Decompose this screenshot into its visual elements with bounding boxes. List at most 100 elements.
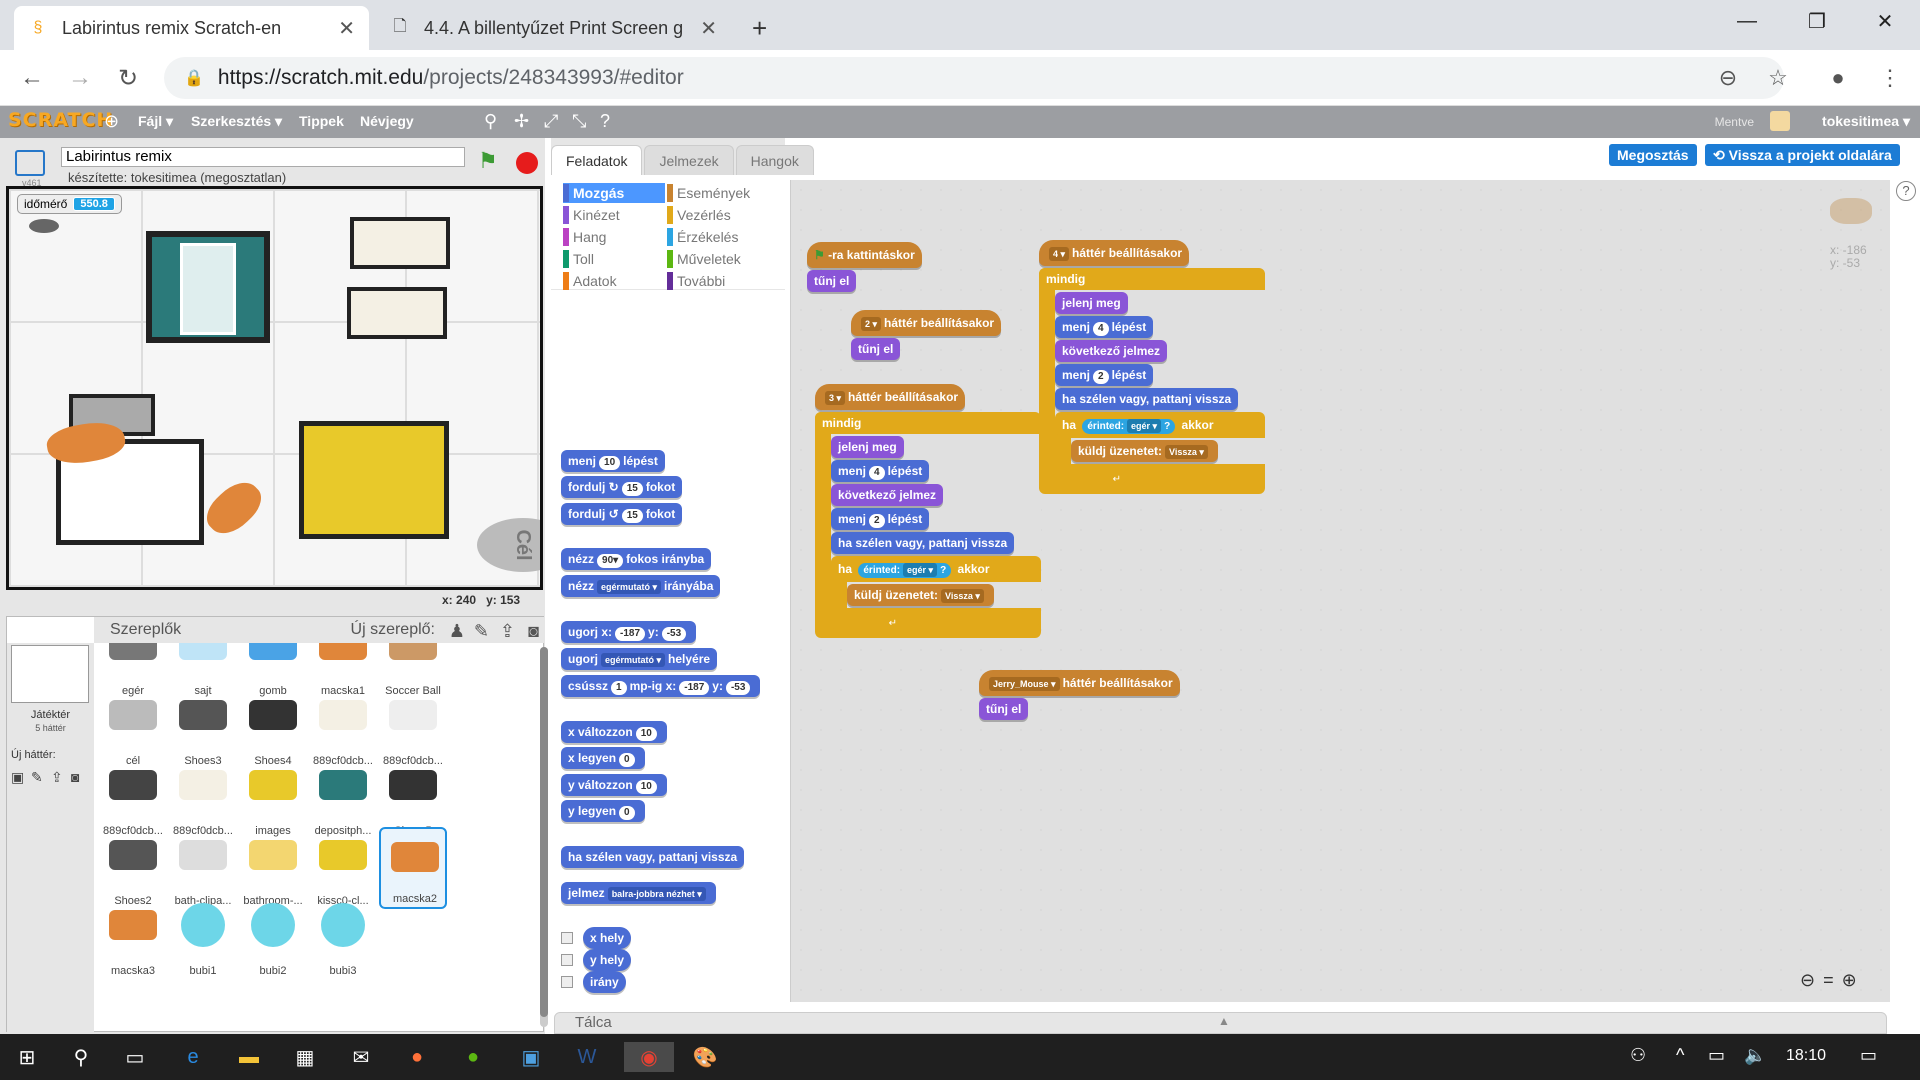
username-menu[interactable]: tokesitimea ▾ xyxy=(1822,113,1910,129)
category-4[interactable]: Toll xyxy=(563,249,665,269)
maximize-icon[interactable]: ❐ xyxy=(1808,10,1826,33)
hat-when-backdrop-switches[interactable]: Jerry_Mouse ▾háttér beállításakor xyxy=(979,670,1180,696)
block-next-costume[interactable]: következő jelmez xyxy=(1055,340,1168,362)
new-tab-button[interactable]: + xyxy=(752,12,768,43)
chrome-icon[interactable]: ◉ xyxy=(624,1042,674,1072)
sprite-tile[interactable]: bubi3 xyxy=(309,897,377,979)
computer-app-icon[interactable]: ▣ xyxy=(521,1046,541,1069)
block-show[interactable]: jelenj meg xyxy=(831,436,904,458)
sprite-tile[interactable]: egér xyxy=(99,643,167,699)
notifications-icon[interactable]: ▭ xyxy=(1860,1045,1878,1065)
user-folder-icon[interactable] xyxy=(1770,111,1790,131)
sprite-tile[interactable]: Shoes4 xyxy=(239,687,307,769)
sprite-tile[interactable]: sajt xyxy=(169,643,237,699)
sprite-tile[interactable]: depositph... xyxy=(309,757,377,839)
sprite-tile[interactable]: macska2 xyxy=(379,827,447,909)
stage[interactable]: Cél időmérő 550.8 xyxy=(6,186,543,590)
sprite-tile[interactable]: bath-clipa... xyxy=(169,827,237,909)
bookmark-star-icon[interactable]: ☆ xyxy=(1768,65,1788,90)
paint-sprite-icon[interactable]: ✎ xyxy=(473,621,489,641)
back-icon[interactable]: ← xyxy=(20,64,44,91)
duplicate-stamp-icon[interactable]: ⚲ xyxy=(484,111,498,131)
paint-app-icon[interactable]: 🎨 xyxy=(692,1046,718,1069)
y-position-checkbox[interactable] xyxy=(561,954,573,966)
backdrop-library-icon[interactable]: ▣ xyxy=(11,769,25,785)
category-3[interactable]: Hang xyxy=(563,227,665,247)
sprite-tile[interactable]: 889cf0dcb... xyxy=(379,687,447,769)
category-10[interactable]: További xyxy=(667,271,769,291)
hat-when-backdrop-switches[interactable]: 2 ▾háttér beállításakor xyxy=(851,310,1002,336)
cut-icon[interactable]: ✢ xyxy=(514,111,530,131)
category-7[interactable]: Vezérlés xyxy=(667,205,769,225)
sprite-tile[interactable]: cél xyxy=(99,687,167,769)
menu-edit[interactable]: Szerkesztés ▾ xyxy=(191,113,283,129)
tray-chevron-icon[interactable]: ^ xyxy=(1676,1045,1685,1065)
project-title-input[interactable]: Labirintus remix xyxy=(61,147,465,167)
sprite-tile[interactable]: Shoes2 xyxy=(99,827,167,909)
sprite-tile[interactable]: images xyxy=(239,757,307,839)
zoom-in-icon[interactable]: ⊕ xyxy=(1841,970,1857,990)
block-bounce[interactable]: ha szélen vagy, pattanj vissza xyxy=(561,846,745,868)
sprite-tile[interactable]: bubi2 xyxy=(239,897,307,979)
browser-tab-document[interactable]: 🗋 4.4. A billentyűzet Print Screen g ✕ xyxy=(376,6,731,50)
mail-icon[interactable]: ✉ xyxy=(352,1046,370,1069)
category-8[interactable]: Érzékelés xyxy=(667,227,769,247)
menu-about[interactable]: Névjegy xyxy=(360,113,414,129)
category-9[interactable]: Műveletek xyxy=(667,249,769,269)
globe-icon[interactable]: ⊕ xyxy=(104,111,120,131)
upload-backdrop-icon[interactable]: ⇪ xyxy=(51,769,63,785)
zoom-out-icon[interactable]: ⊖ xyxy=(1800,970,1816,990)
reporter-direction[interactable]: irány xyxy=(583,971,626,993)
task-view-icon[interactable]: ▭ xyxy=(125,1046,145,1069)
help-icon[interactable]: ? xyxy=(1896,181,1916,201)
stop-icon[interactable] xyxy=(516,152,538,174)
grow-icon[interactable]: ⤢ xyxy=(544,111,559,131)
project-page-button[interactable]: ⟲ Vissza a projekt oldalára xyxy=(1705,144,1900,166)
block-broadcast[interactable]: küldj üzenetet:Vissza ▾ xyxy=(1071,440,1218,462)
backdrop-thumbnail[interactable] xyxy=(11,645,89,703)
sprite-tile[interactable]: bathroom-... xyxy=(239,827,307,909)
network-icon[interactable]: ▭ xyxy=(1708,1045,1726,1065)
fullscreen-icon[interactable] xyxy=(15,150,45,176)
sprite-tile[interactable]: 889cf0dcb... xyxy=(99,757,167,839)
hat-when-backdrop-switches[interactable]: 4 ▾háttér beállításakor xyxy=(1039,240,1190,266)
category-5[interactable]: Adatok xyxy=(563,271,665,291)
hat-when-backdrop-switches[interactable]: 3 ▾háttér beállításakor xyxy=(815,384,966,410)
sprite-tile[interactable]: Soccer Ball xyxy=(379,643,447,699)
choose-sprite-library-icon[interactable]: ♟ xyxy=(448,621,465,641)
sprite-tile[interactable]: gomb xyxy=(239,643,307,699)
menu-tips[interactable]: Tippek xyxy=(299,113,344,129)
block-hide[interactable]: tűnj el xyxy=(807,270,857,292)
address-bar[interactable]: 🔒 https://scratch.mit.edu/projects/24834… xyxy=(164,57,1784,99)
zoom-icon[interactable]: ⊖ xyxy=(1718,65,1738,90)
block-next-costume[interactable]: következő jelmez xyxy=(831,484,944,506)
block-hide[interactable]: tűnj el xyxy=(979,698,1029,720)
edge-icon[interactable]: e xyxy=(187,1045,199,1068)
firefox-icon[interactable]: ● xyxy=(410,1045,424,1068)
sprite-tile[interactable]: 889cf0dcb... xyxy=(169,757,237,839)
variable-monitor[interactable]: időmérő 550.8 xyxy=(17,194,122,214)
category-1[interactable]: Mozgás xyxy=(563,183,665,203)
close-tab-icon[interactable]: ✕ xyxy=(338,17,355,40)
reload-icon[interactable]: ↻ xyxy=(117,64,139,92)
sprite-tile[interactable]: kissc0-cl... xyxy=(309,827,377,909)
block-bounce[interactable]: ha szélen vagy, pattanj vissza xyxy=(831,532,1015,554)
upload-sprite-icon[interactable]: ⇪ xyxy=(499,621,515,641)
direction-checkbox[interactable] xyxy=(561,976,573,988)
sprite-tile[interactable]: 889cf0dcb... xyxy=(309,687,377,769)
shrink-icon[interactable]: ⤡ xyxy=(572,111,587,131)
green-flag-icon[interactable]: ⚑ xyxy=(478,148,498,173)
block-broadcast[interactable]: küldj üzenetet:Vissza ▾ xyxy=(847,584,994,606)
scratch-logo[interactable]: SCRATCH xyxy=(8,109,114,131)
category-2[interactable]: Kinézet xyxy=(563,205,665,225)
